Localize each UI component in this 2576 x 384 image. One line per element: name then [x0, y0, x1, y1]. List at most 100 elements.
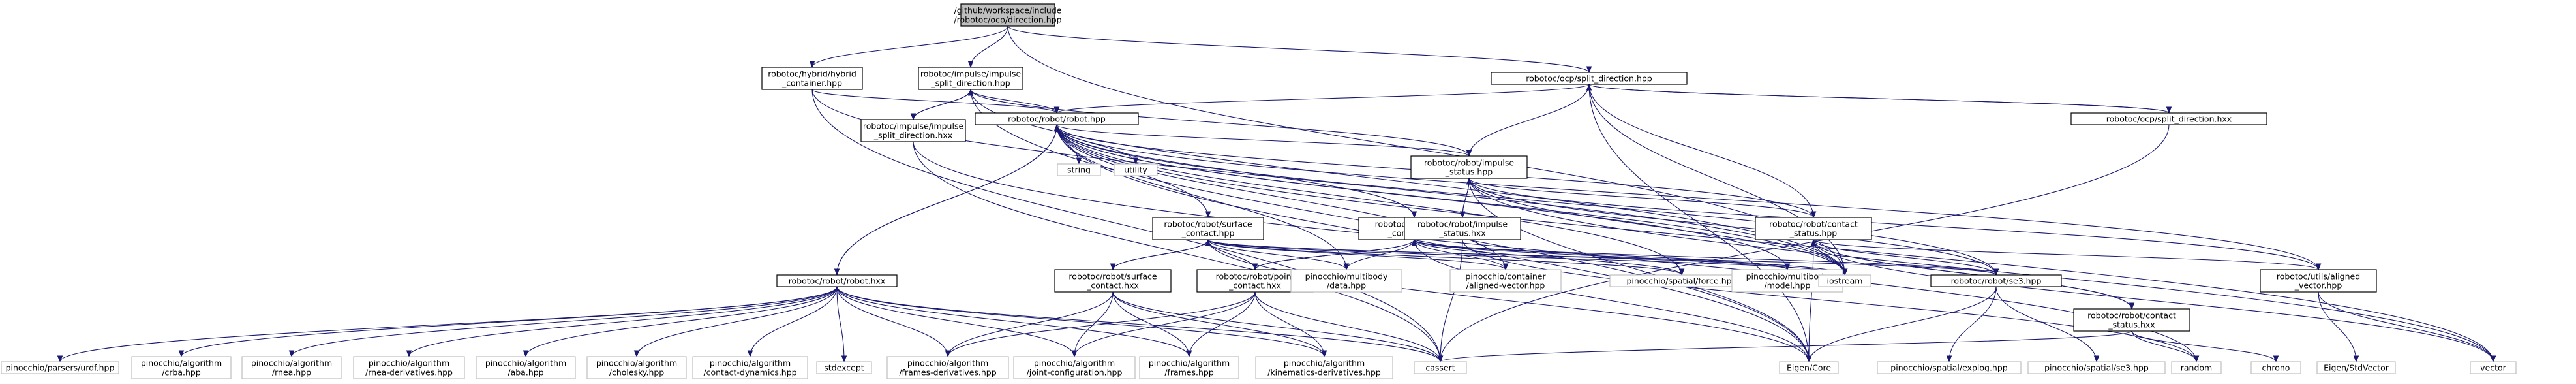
graph-node-frames_der[interactable]: pinocchio/algorithm/frames-derivatives.h… [886, 356, 1009, 379]
graph-node-aligned_vector_hpp[interactable]: robotoc/utils/aligned_vector.hpp [2260, 269, 2377, 293]
edge-arrowhead [2093, 355, 2100, 363]
graph-node-force[interactable]: pinocchio/spatial/force.hpp [1609, 274, 1754, 287]
edge-surface_hxx-to-surface_hpp [1112, 239, 1209, 270]
graph-node-surface_hpp[interactable]: robotoc/robot/surface_contact.hpp [1152, 217, 1264, 240]
edge-point_hpp-to-eigen_core [1414, 239, 1810, 362]
node-label: /joint-configuration.hpp [1027, 368, 1123, 377]
node-label: vector [2480, 363, 2507, 373]
graph-node-kin_der[interactable]: pinocchio/algorithm/kinematics-derivativ… [1255, 356, 1393, 379]
edge-contact_status_hpp-to-aligned_vector_hpp [1813, 239, 2319, 270]
graph-node-string[interactable]: string [1057, 163, 1101, 176]
node-box [476, 356, 576, 379]
edge-robot_hxx-to-stdexcept [836, 286, 845, 362]
graph-node-urdf[interactable]: pinocchio/parsers/urdf.hpp [1, 361, 119, 374]
edge-arrowhead [1205, 211, 1211, 219]
graph-node-se3_hpp[interactable]: robotoc/robot/se3.hpp [1930, 274, 2062, 287]
node-label: Eigen/StdVector [2324, 363, 2389, 373]
node-box [1818, 274, 1871, 287]
graph-node-imp_split_hpp[interactable]: robotoc/impulse/impulse_split_direction.… [918, 67, 1023, 90]
graph-node-se3_pin[interactable]: pinocchio/spatial/se3.hpp [2027, 361, 2166, 374]
edge-surface_hxx-to-cassert [1112, 291, 1441, 362]
node-box [2027, 361, 2166, 374]
edge-robot_hpp-to-aligned_vector_hpp [1056, 124, 2319, 270]
node-box [2070, 112, 2267, 125]
edge-imp_status_hpp-to-eigen_core [1468, 178, 1810, 362]
node-label: robotoc/robot/robot.hxx [789, 276, 886, 286]
edge-contact_status_hxx-to-contact_status_hpp [1813, 239, 2132, 310]
edge-split_dir_hpp-to-imp_status_hpp [1468, 84, 1590, 157]
node-label: _status.hxx [1438, 229, 1485, 238]
node-box [2171, 361, 2222, 374]
edge-aligned_vector_hpp-to-vector [2318, 291, 2494, 362]
edge-arrowhead [1466, 150, 1472, 157]
edge-imp_split_hpp-to-imp_status_hpp [970, 89, 1470, 157]
edge-robot_hxx-to-joint_conf [836, 286, 1075, 357]
node-label: pinocchio/spatial/force.hpp [1626, 276, 1736, 286]
graph-node-cholesky[interactable]: pinocchio/algorithm/cholesky.hpp [586, 356, 687, 379]
edge-split_dir_hpp-to-robot_hpp [1056, 84, 1590, 114]
graph-node-rnea[interactable]: pinocchio/algorithm/rnea.hpp [241, 356, 342, 379]
edge-root-to-hybrid [811, 25, 1008, 68]
graph-node-aba[interactable]: pinocchio/algorithm/aba.hpp [476, 356, 576, 379]
node-label: pinocchio/algorithm [251, 359, 332, 368]
graph-node-imp_status_hxx[interactable]: robotoc/robot/impulse_status.hxx [1404, 217, 1521, 240]
graph-node-random[interactable]: random [2171, 361, 2222, 374]
graph-node-joint_conf[interactable]: pinocchio/algorithm/joint-configuration.… [1013, 356, 1136, 379]
edge-arrowhead [2193, 355, 2200, 363]
graph-node-cassert[interactable]: cassert [1414, 361, 1467, 374]
edge-point_hxx-to-frames [1189, 291, 1256, 357]
edge-arrowhead [1053, 106, 1060, 114]
node-box [1013, 356, 1136, 379]
edge-surface_hpp-to-eigen_core [1207, 239, 1810, 362]
graph-node-utility[interactable]: utility [1114, 163, 1158, 176]
graph-node-rnea_der[interactable]: pinocchio/algorithm/rnea-derivatives.hpp [353, 356, 465, 379]
node-box [353, 356, 465, 379]
edge-robot_hxx-to-aba [525, 286, 838, 357]
graph-node-iostream[interactable]: iostream [1818, 274, 1871, 287]
graph-node-robot_hxx[interactable]: robotoc/robot/robot.hxx [776, 274, 898, 287]
graph-node-split_dir_hxx[interactable]: robotoc/ocp/split_direction.hxx [2070, 112, 2267, 125]
graph-node-contact_status_hxx[interactable]: robotoc/robot/contact_status.hxx [2073, 308, 2190, 332]
edge-se3_hpp-to-se3_pin [1995, 286, 2097, 362]
node-label: pinocchio/algorithm [141, 359, 222, 368]
graph-node-chrono[interactable]: chrono [2250, 361, 2301, 374]
graph-node-hybrid[interactable]: robotoc/hybrid/hybrid_container.hpp [761, 67, 863, 90]
node-box [975, 112, 1139, 125]
edge-contact_status_hpp-to-se3_hpp [1813, 239, 1997, 276]
node-label: _container.hpp [781, 78, 842, 88]
node-label: /kinematics-derivatives.hpp [1267, 368, 1381, 377]
graph-node-stdexcept[interactable]: stdexcept [816, 361, 872, 374]
graph-node-imp_split_hxx[interactable]: robotoc/impulse/impulse_split_direction.… [860, 119, 966, 142]
graph-node-mb_data[interactable]: pinocchio/multibody/data.hpp [1290, 269, 1402, 293]
node-label: pinocchio/spatial/explog.hpp [1890, 363, 2007, 373]
node-label: /model.hpp [1765, 281, 1811, 291]
graph-node-eigen_core[interactable]: Eigen/Core [1779, 361, 1839, 374]
edge-imp_status_hpp-to-aligned_vector_hpp [1468, 178, 2319, 270]
graph-node-vector[interactable]: vector [2470, 361, 2517, 374]
graph-node-stdvector[interactable]: Eigen/StdVector [2316, 361, 2396, 374]
edge-surface_hxx-to-kin_der [1112, 291, 1325, 357]
node-box [1054, 269, 1172, 293]
graph-node-surface_hxx[interactable]: robotoc/robot/surface_contact.hxx [1054, 269, 1172, 293]
graph-node-split_dir_hpp[interactable]: robotoc/ocp/split_direction.hpp [1491, 72, 1688, 85]
graph-node-explog[interactable]: pinocchio/spatial/explog.hpp [1877, 361, 2022, 374]
graph-node-aligned_vec[interactable]: pinocchio/container/aligned-vector.hpp [1449, 269, 1562, 293]
edge-robot_hpp-to-iostream [1056, 124, 1845, 276]
graph-node-contact_dyn[interactable]: pinocchio/algorithm/contact-dynamics.hpp [692, 356, 808, 379]
graph-node-crba[interactable]: pinocchio/algorithm/crba.hpp [131, 356, 232, 379]
graph-node-imp_status_hpp[interactable]: robotoc/robot/impulse_status.hpp [1410, 155, 1528, 179]
edge-arrowhead [633, 350, 640, 358]
node-label: /data.hpp [1327, 281, 1366, 291]
edge-robot_hxx-to-frames_der [836, 286, 948, 357]
node-box [776, 274, 898, 287]
node-label: /rnea-derivatives.hpp [365, 368, 453, 377]
graph-node-robot_hpp[interactable]: robotoc/robot/robot.hpp [975, 112, 1139, 125]
edge-arrowhead [1252, 263, 1258, 271]
node-label: _split_direction.hxx [873, 131, 952, 140]
graph-node-contact_status_hpp[interactable]: robotoc/robot/contact_status.hpp [1755, 217, 1872, 240]
edge-hybrid-to-cassert [811, 89, 1441, 362]
edge-surface_hpp-to-aligned_vec [1207, 239, 1506, 270]
graph-node-root[interactable]: /github/workspace/include/robotoc/ocp/di… [954, 3, 1062, 27]
graph-node-frames[interactable]: pinocchio/algorithm/frames.hpp [1139, 356, 1239, 379]
node-label: /aba.hpp [508, 368, 543, 377]
